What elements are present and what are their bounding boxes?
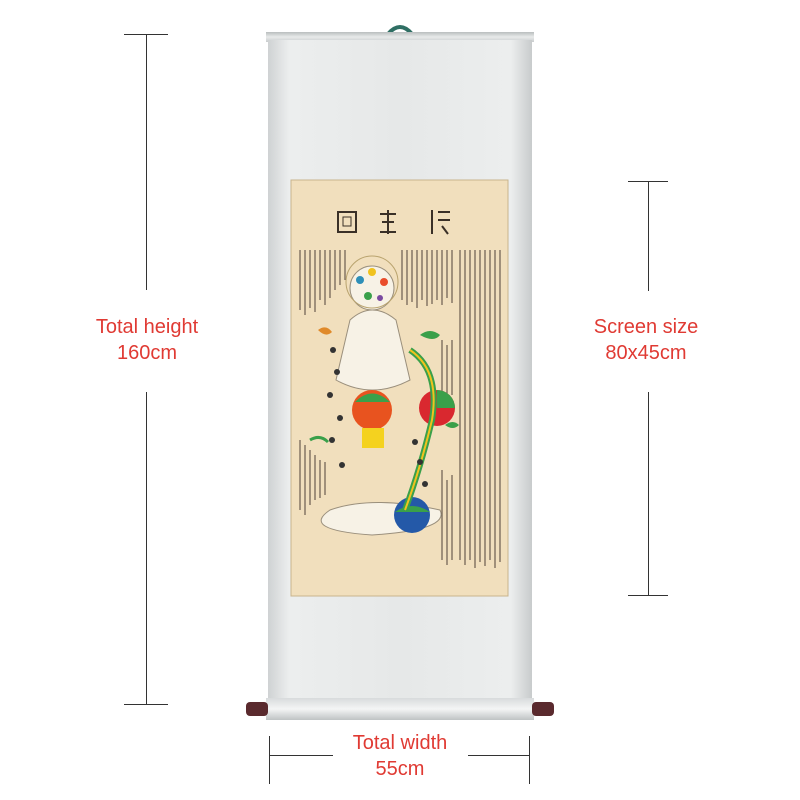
width-label-title: Total width — [352, 732, 448, 754]
height-line-lower — [146, 392, 147, 704]
width-left-tick — [269, 736, 270, 784]
screen-label: Screen size 80x45cm — [566, 314, 726, 366]
top-rod — [266, 32, 534, 42]
rod-end-left — [246, 702, 268, 716]
tiger-icon — [318, 327, 332, 335]
moon-phases — [327, 347, 428, 487]
title-characters — [337, 210, 450, 235]
screen-label-title: Screen size — [593, 316, 699, 338]
width-label: Total width 55cm — [320, 730, 480, 782]
width-line-right — [468, 755, 530, 756]
sun-disc — [345, 255, 399, 309]
screen-label-value: 80x45cm — [605, 342, 687, 364]
bird-icon — [309, 435, 330, 444]
turtle-icon — [445, 422, 459, 428]
screen-line-upper — [648, 181, 649, 291]
text-columns-left — [299, 250, 346, 515]
rod-end-right — [532, 702, 554, 716]
meditating-figure — [320, 265, 442, 536]
text-columns-right — [401, 250, 501, 568]
height-label: Total height 160cm — [62, 314, 232, 366]
screen-bottom-tick — [628, 595, 668, 596]
screen-line-lower — [648, 392, 649, 595]
hanging-cord — [386, 25, 414, 36]
blue-organ — [394, 497, 430, 533]
yellow-organ — [362, 428, 384, 448]
width-line-left — [269, 755, 333, 756]
bottom-mount — [266, 698, 534, 720]
width-label-value: 55cm — [375, 758, 425, 780]
height-bottom-tick — [124, 704, 168, 705]
height-label-title: Total height — [95, 316, 199, 338]
height-line-upper — [146, 34, 147, 290]
dragon-icon — [420, 331, 440, 339]
height-label-value: 160cm — [116, 342, 178, 364]
width-right-tick — [529, 736, 530, 784]
